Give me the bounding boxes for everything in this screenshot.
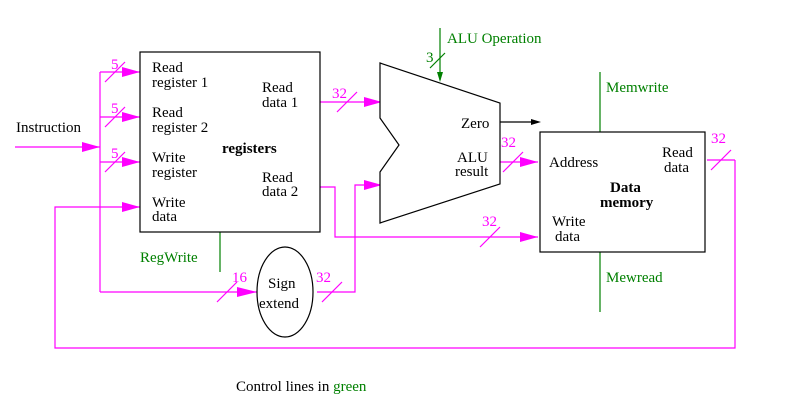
zero-label: Zero <box>461 116 489 132</box>
bus-slash <box>429 52 446 69</box>
memory-write-data-arrow <box>520 232 538 242</box>
bus-slash <box>104 61 126 83</box>
registers-block <box>139 51 321 233</box>
memread-label: Mewread <box>606 270 663 286</box>
bus-width-write-register: 5 <box>111 146 119 162</box>
bus-slash <box>104 106 126 128</box>
reg-write-data-label-line1: Write <box>152 195 186 211</box>
write-register-label-line1: Write <box>152 150 186 166</box>
registers-title: registers <box>222 141 277 157</box>
bus-width-sign-extend-out: 32 <box>316 270 331 286</box>
read-register-2-label-line2: register 2 <box>152 120 208 136</box>
write-back-wire <box>54 160 736 349</box>
bus-width-alu-operation: 3 <box>426 50 434 66</box>
bus-slash <box>216 281 238 303</box>
mem-read-data-label-line1: Read <box>662 145 693 161</box>
bus-width-read-register-2: 5 <box>111 101 119 117</box>
bus-width-alu-result: 32 <box>501 135 516 151</box>
write-register-label-line2: register <box>152 165 197 181</box>
reg-write-data-label-line2: data <box>152 209 177 225</box>
read-data-2-wire <box>320 186 538 238</box>
bus-width-read-data-1: 32 <box>332 86 347 102</box>
bus-slash <box>321 281 343 303</box>
instruction-label: Instruction <box>16 120 81 136</box>
bus-width-sign-extend-in: 16 <box>232 270 248 286</box>
data-memory-block <box>539 131 706 253</box>
zero-arrow <box>531 119 541 125</box>
sign-extend-label-line2: extend <box>259 296 299 312</box>
bus-slash <box>104 151 126 173</box>
bus-slash <box>502 151 524 173</box>
read-register-2-arrow <box>122 112 140 122</box>
alu-block <box>379 62 501 224</box>
memwrite-label: Memwrite <box>606 80 669 96</box>
sign-extend-block <box>256 246 314 338</box>
bus-width-memory-read-data: 32 <box>711 131 726 147</box>
write-data-arrow <box>122 202 140 212</box>
bus-slash <box>336 91 358 113</box>
instruction-arrow <box>82 142 100 152</box>
alu-operation-label: ALU Operation <box>447 31 542 47</box>
legend-highlight: green <box>333 379 367 395</box>
regwrite-label: RegWrite <box>140 250 198 266</box>
bus-width-read-register-1: 5 <box>111 57 119 73</box>
read-register-2-label-line1: Read <box>152 105 183 121</box>
read-data-2-label-line2: data 2 <box>262 184 298 200</box>
legend: Control lines in green <box>236 379 367 395</box>
mem-write-data-label-line2: data <box>555 229 580 245</box>
read-data-1-label-line2: data 1 <box>262 95 298 111</box>
read-data-1-label-line1: Read <box>262 80 293 96</box>
alu-result-label-line1: ALU <box>457 150 488 166</box>
bus-width-read-data-2: 32 <box>482 214 497 230</box>
data-memory-title-line2: memory <box>600 195 654 211</box>
alu-result-label-line2: result <box>455 164 489 180</box>
alu-operation-arrow <box>437 72 443 82</box>
bus-slash <box>710 149 732 171</box>
read-data-1-arrow <box>364 97 382 107</box>
mem-read-data-label-line2: data <box>664 160 689 176</box>
data-memory-title-line1: Data <box>610 180 641 196</box>
read-register-1-label-line2: register 1 <box>152 75 208 91</box>
read-data-2-label-line1: Read <box>262 170 293 186</box>
mem-write-data-label-line1: Write <box>552 214 586 230</box>
read-register-1-label-line1: Read <box>152 60 183 76</box>
legend-prefix: Control lines in <box>236 379 333 395</box>
read-register-1-arrow <box>122 67 140 77</box>
alu-input-2-arrow <box>364 180 382 190</box>
bus-slash <box>479 226 501 248</box>
address-label: Address <box>549 155 598 171</box>
sign-extend-input-arrow <box>237 287 257 297</box>
sign-extend-label-line1: Sign <box>268 276 296 292</box>
write-register-arrow <box>122 157 140 167</box>
address-arrow <box>520 157 538 167</box>
